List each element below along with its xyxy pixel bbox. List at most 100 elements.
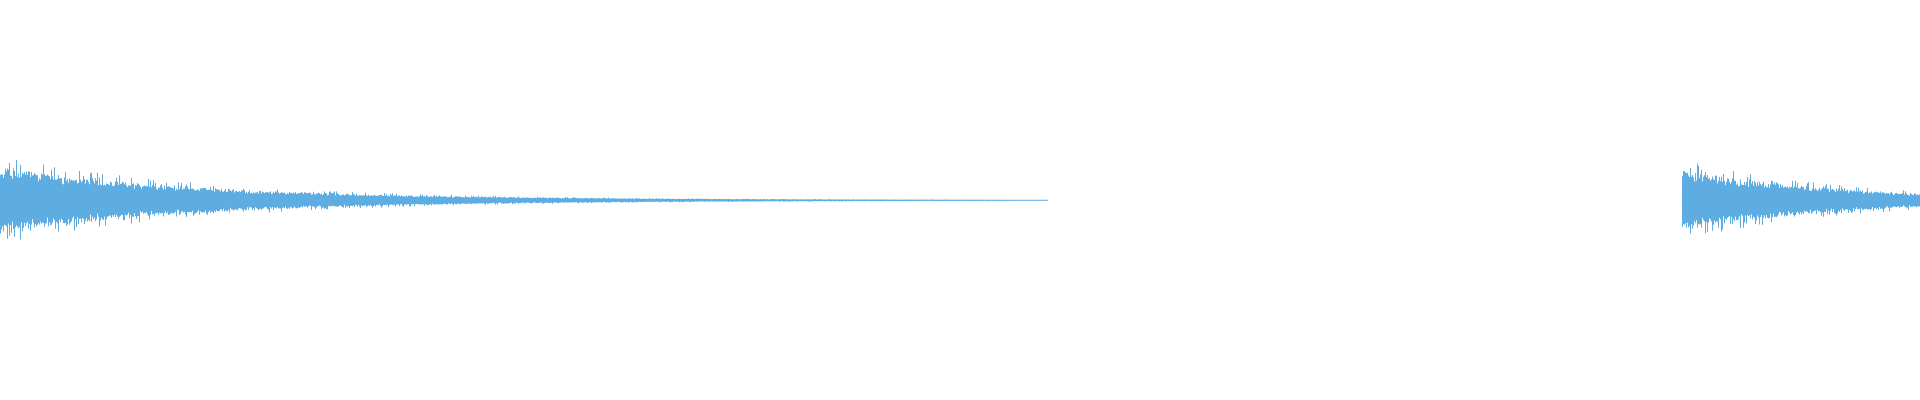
waveform-sample (1032, 199, 1033, 201)
waveform-sample (1801, 185, 1802, 215)
waveform-sample (1850, 189, 1851, 211)
waveform-sample (963, 199, 964, 201)
waveform-sample (1684, 171, 1685, 225)
waveform-sample (98, 185, 99, 217)
waveform-sample (1717, 183, 1718, 222)
waveform-sample (720, 199, 721, 202)
waveform-sample (1839, 185, 1840, 212)
waveform-sample (942, 199, 943, 201)
waveform-sample (1042, 199, 1043, 201)
waveform-sample (563, 198, 564, 203)
waveform-sample (334, 191, 335, 206)
waveform-sample (1897, 193, 1898, 207)
waveform-sample (8, 169, 9, 224)
waveform-sample (1707, 175, 1708, 232)
waveform-sample (363, 195, 364, 206)
waveform-sample (846, 199, 847, 202)
waveform-sample (124, 184, 125, 221)
waveform-sample (26, 171, 27, 223)
waveform-sample (113, 186, 114, 217)
waveform-sample (1830, 184, 1831, 211)
waveform-sample (1804, 190, 1805, 211)
waveform-sample (278, 192, 279, 209)
waveform-sample (922, 199, 923, 201)
waveform-sample (536, 198, 537, 204)
waveform-sample (1027, 199, 1028, 201)
waveform-sample (465, 195, 466, 204)
waveform-sample (849, 199, 850, 202)
waveform-sample (469, 197, 470, 204)
waveform-sample (1908, 195, 1909, 210)
waveform-sample (137, 183, 138, 217)
waveform-sample (766, 199, 767, 202)
waveform-sample (1755, 182, 1756, 225)
waveform-sample (1894, 194, 1895, 207)
waveform-sample (1773, 184, 1774, 214)
waveform-sample (537, 196, 538, 203)
waveform-sample (920, 199, 921, 201)
waveform-sample (325, 193, 326, 209)
waveform-sample (1886, 193, 1887, 207)
waveform-sample (838, 199, 839, 202)
waveform-sample (1758, 185, 1759, 218)
waveform-sample (1753, 185, 1754, 217)
waveform-sample (721, 198, 722, 202)
waveform-sample (7, 168, 8, 239)
waveform-sample (308, 192, 309, 207)
waveform-sample (907, 199, 908, 202)
waveform-sample (22, 172, 23, 232)
waveform-sample (1811, 190, 1812, 214)
waveform-sample (1741, 184, 1742, 215)
waveform-sample (357, 195, 358, 207)
waveform-sample (827, 199, 828, 202)
waveform-sample (48, 175, 49, 227)
waveform-sample (1683, 171, 1684, 225)
waveform-sample (173, 188, 174, 214)
waveform-sample (1035, 199, 1036, 201)
waveform-sample (828, 199, 829, 202)
waveform-sample (95, 178, 96, 222)
waveform-sample (523, 197, 524, 203)
waveform-sample (438, 196, 439, 205)
waveform-sample (685, 198, 686, 202)
waveform-sample (375, 195, 376, 207)
waveform-sample (1765, 185, 1766, 219)
waveform-sample (185, 186, 186, 215)
waveform-sample (1854, 190, 1855, 212)
waveform-sample (761, 199, 762, 202)
waveform-sample (461, 197, 462, 204)
waveform-sample (812, 199, 813, 202)
waveform-sample (982, 199, 983, 201)
waveform-sample (953, 199, 954, 201)
waveform-sample (1690, 168, 1691, 234)
waveform-sample (793, 199, 794, 202)
waveform-sample (923, 199, 924, 201)
waveform-sample (872, 199, 873, 201)
waveform-sample (1789, 186, 1790, 213)
waveform-sample (293, 192, 294, 208)
waveform-sample (773, 199, 774, 202)
waveform-sample (117, 181, 118, 217)
waveform-sample (103, 185, 104, 221)
waveform-sample (1874, 192, 1875, 209)
waveform-sample (248, 191, 249, 210)
waveform-sample (272, 193, 273, 208)
waveform-sample (572, 197, 573, 203)
waveform-sample (1730, 184, 1731, 224)
waveform-sample (824, 199, 825, 202)
waveform-sample (179, 189, 180, 215)
waveform-sample (854, 199, 855, 202)
waveform-sample (522, 197, 523, 203)
waveform-sample (140, 186, 141, 212)
waveform-sample (312, 194, 313, 207)
waveform-sample (974, 199, 975, 201)
waveform-sample (450, 196, 451, 205)
waveform-sample (908, 199, 909, 202)
waveform-sample (1820, 190, 1821, 213)
waveform-sample (610, 198, 611, 203)
waveform-sample (100, 184, 101, 221)
waveform-sample (1748, 186, 1749, 216)
waveform-sample (1821, 189, 1822, 216)
waveform-sample (1867, 187, 1868, 210)
